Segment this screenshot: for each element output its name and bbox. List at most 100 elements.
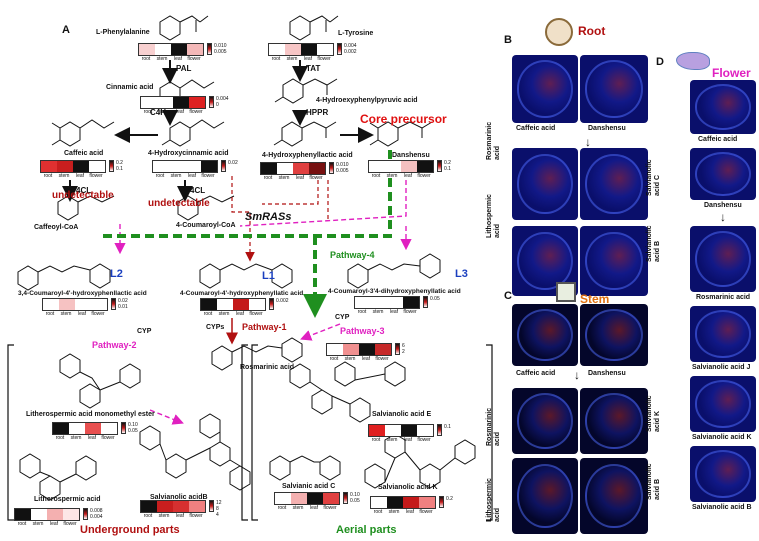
enzyme-pal: PAL — [176, 64, 192, 73]
core-precursor-label: Core precursor — [360, 112, 447, 126]
label-hca: 4-Hydroxycinnamic acid — [148, 150, 229, 157]
panel-a: A — [7, 15, 493, 536]
heat-cell-root — [269, 44, 285, 55]
tissue-label: root — [329, 356, 339, 362]
heat-cell-root — [153, 161, 169, 172]
tissue-label: flower — [89, 173, 103, 179]
l3-label: L3 — [455, 268, 468, 280]
caption-flower-6: Salvianolic acid B — [692, 504, 752, 511]
panel-d: D Flower Caffeic acid Danshensu ↓ Rosmar… — [646, 0, 759, 541]
structure-sac — [269, 455, 341, 481]
tissue-label: root — [373, 509, 383, 515]
color-scale-bar — [423, 296, 428, 308]
heat-cell-root — [41, 161, 57, 172]
tissue-label: flower — [187, 56, 201, 62]
scale-value: 12 — [216, 500, 222, 506]
structure-l1 — [199, 263, 293, 289]
panel-b: B Root Caffeic acid Danshensu ↓ Rosmarin… — [486, 0, 650, 318]
tissue-label: leaf — [175, 513, 185, 519]
structure-danshensu — [369, 121, 433, 147]
tissue-label: leaf — [49, 521, 59, 527]
root-cross-section-icon — [545, 18, 573, 46]
tissue-label: stem — [278, 175, 290, 181]
structure-tyr — [289, 15, 339, 41]
heat-cell-stem — [343, 344, 359, 355]
tissue-label: flower — [417, 437, 431, 443]
msi-signal — [517, 153, 573, 215]
label-lame: Litherospermic acid monomethyl ester — [26, 411, 155, 418]
tissue-label: flower — [91, 311, 105, 317]
tissue-label: flower — [201, 173, 215, 179]
scale-value: 0.002 — [276, 298, 289, 304]
heat-cell-flower — [375, 344, 391, 355]
msi-signal — [695, 84, 751, 130]
tissue-label: stem — [170, 173, 182, 179]
tissue-label: stem — [156, 56, 168, 62]
side-label-sa-c: Salvianolic acid C — [646, 159, 661, 196]
heat-cell-stem — [385, 161, 401, 172]
color-scale-bar — [221, 160, 226, 172]
caption-root-caffeic: Caffeic acid — [516, 125, 556, 132]
label-cinnamic: Cinnamic acid — [106, 84, 154, 91]
label-caffeic: Caffeic acid — [64, 150, 104, 157]
arrow-down-stem: ↓ — [574, 368, 580, 382]
label-caffcoa: Caffeoyl-CoA — [34, 224, 79, 231]
msi-signal — [695, 380, 751, 428]
heat-cell-flower — [189, 501, 205, 512]
heat-cell-flower — [317, 44, 333, 55]
pathway-1-label: Pathway-1 — [242, 322, 287, 332]
panel-c-label: C — [504, 290, 512, 302]
caption-flower-4: Salvianolic acid J — [692, 364, 751, 371]
arrow-down-flower: ↓ — [720, 210, 726, 224]
tissue-label: leaf — [173, 56, 183, 62]
structure-sak — [364, 433, 476, 489]
scale-value: 8 — [216, 506, 219, 512]
label-l3: 4-Coumaroyl-3'4-dihydroxyphenyllatic aci… — [328, 288, 461, 295]
label-sac: Salvianic acid C — [282, 483, 336, 490]
heat-cell-leaf — [233, 299, 249, 310]
heat-cell-leaf — [173, 97, 189, 108]
msi-signal — [517, 393, 573, 449]
panel-b-label: B — [504, 34, 512, 46]
scale-value: 0.010 — [336, 162, 349, 168]
heat-cell-flower — [189, 97, 205, 108]
tissue-label: stem — [158, 109, 170, 115]
color-scale-bar — [337, 43, 342, 55]
tissue-label: leaf — [175, 109, 185, 115]
tissue-label: root — [371, 437, 381, 443]
panel-d-title: Flower — [712, 66, 751, 80]
heat-cell-root — [53, 423, 69, 434]
enzyme-4cl-2: 4CL — [190, 186, 206, 195]
msi-stem-rosmarinic-2 — [580, 388, 648, 454]
structure-phe — [159, 15, 209, 41]
heat-cell-stem — [291, 493, 307, 504]
heat-cell-flower — [403, 297, 419, 308]
heat-cell-stem — [157, 501, 173, 512]
structure-l3 — [347, 253, 441, 289]
tissue-label: stem — [70, 435, 82, 441]
heat-cell-flower — [91, 299, 107, 310]
structure-ra — [211, 337, 303, 371]
heat-cell-root — [355, 297, 371, 308]
tissue-label: stem — [372, 309, 384, 315]
heat-cell-root — [371, 497, 387, 508]
side-label-sa-b-1: Salvianolic acid B — [646, 225, 661, 262]
tissue-label: flower — [101, 435, 115, 441]
pathway-3-label: Pathway-3 — [340, 326, 385, 336]
tissue-label: root — [277, 505, 287, 511]
heat-cell-leaf — [47, 509, 63, 520]
enzyme-cyp-2: CYP — [335, 314, 350, 321]
scale-value: 0.008 — [90, 508, 103, 514]
heat-cell-stem — [277, 163, 293, 174]
tissue-label: stem — [158, 513, 170, 519]
color-scale-bar — [109, 160, 114, 172]
heat-cell-root — [261, 163, 277, 174]
row-label-stem-lithospermic: Lithospermic acid — [486, 478, 501, 522]
tissue-label: stem — [292, 505, 304, 511]
heat-cell-root — [139, 44, 155, 55]
tissue-label: leaf — [75, 173, 85, 179]
